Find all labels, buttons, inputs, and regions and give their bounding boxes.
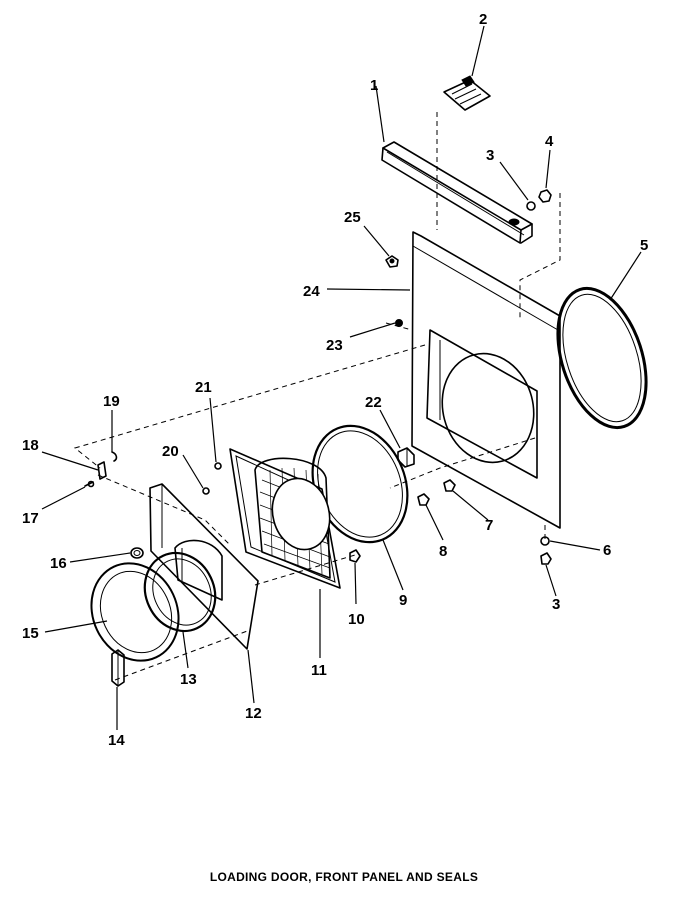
callout-3-top: 3 — [486, 147, 494, 164]
part-16-button — [130, 547, 144, 559]
diagram-caption: LOADING DOOR, FRONT PANEL AND SEALS — [209, 870, 479, 884]
part-19-spring — [111, 451, 118, 462]
part-6-washer — [540, 536, 550, 546]
callout-2: 2 — [479, 11, 487, 28]
callout-7: 7 — [485, 517, 493, 534]
part-23-screw — [395, 319, 403, 327]
callout-4: 4 — [545, 133, 554, 150]
part-24-front-panel — [411, 231, 561, 529]
callout-18: 18 — [22, 437, 39, 454]
part-20-screw — [202, 487, 210, 495]
callout-19: 19 — [103, 393, 120, 410]
callout-12: 12 — [245, 705, 262, 722]
part-12-door-panel — [149, 483, 259, 650]
callout-9: 9 — [399, 592, 407, 609]
callout-14: 14 — [108, 732, 125, 749]
callout-20: 20 — [162, 443, 179, 460]
part-3-screw-top — [526, 201, 536, 211]
callout-labels: 1 2 3 4 5 25 24 23 21 22 19 18 20 17 16 … — [22, 11, 648, 749]
part-10-clip — [349, 549, 361, 563]
part-18-latch — [97, 461, 107, 480]
callout-11: 11 — [311, 662, 327, 679]
callout-3-bottom: 3 — [552, 596, 560, 613]
callout-25: 25 — [344, 209, 361, 226]
callout-1: 1 — [370, 77, 378, 94]
callout-13: 13 — [180, 671, 197, 688]
part-25-screw — [385, 255, 399, 268]
callout-24: 24 — [303, 283, 320, 300]
part-11-door-liner — [229, 448, 341, 589]
callout-leaders — [41, 25, 642, 730]
part-7-fastener — [443, 479, 456, 492]
part-3-screw-bottom — [540, 552, 552, 565]
part-17-screw — [84, 480, 95, 488]
part-15-door-outer-ring — [90, 562, 180, 662]
callout-21: 21 — [195, 379, 212, 396]
callout-5: 5 — [640, 237, 648, 254]
part-2-hinge-bracket — [443, 75, 491, 111]
callout-15: 15 — [22, 625, 39, 642]
callout-10: 10 — [348, 611, 365, 628]
part-21-screw — [214, 462, 222, 470]
part-1-top-rail — [381, 141, 533, 244]
callout-6: 6 — [603, 542, 611, 559]
callout-16: 16 — [50, 555, 67, 572]
part-13-door-glass — [143, 551, 217, 633]
callout-17: 17 — [22, 510, 39, 527]
callout-23: 23 — [326, 337, 343, 354]
part-14-door-handle — [111, 649, 125, 687]
part-4-nut-top — [538, 189, 552, 203]
callout-22: 22 — [365, 394, 382, 411]
part-5-seal-gasket — [556, 286, 648, 430]
callout-8: 8 — [439, 543, 447, 560]
part-8-fastener — [417, 493, 430, 506]
